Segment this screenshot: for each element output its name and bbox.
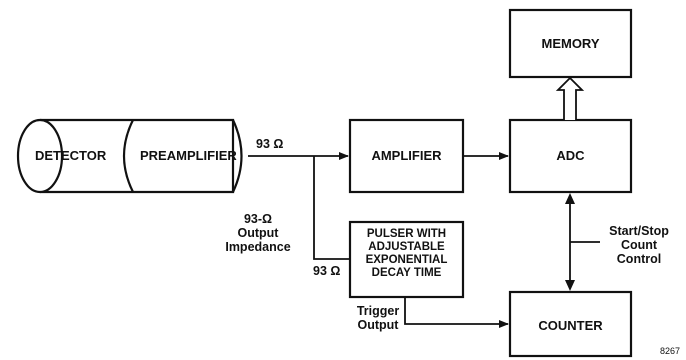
trigger-line2: Output bbox=[343, 318, 413, 332]
trigger-to-counter-arrow bbox=[405, 297, 508, 324]
adc-to-memory-bus-arrow bbox=[558, 78, 582, 120]
pulser-feed-line bbox=[314, 156, 350, 259]
pulser-label-line1: PULSER WITH bbox=[350, 228, 463, 241]
control-line2: Count bbox=[596, 238, 682, 252]
adc-up-arrowhead bbox=[565, 193, 575, 204]
impedance-top-label: 93 Ω bbox=[256, 137, 283, 151]
detector-preamp-divider bbox=[124, 120, 133, 192]
output-impedance-line2: Output bbox=[210, 226, 306, 240]
amplifier-label: AMPLIFIER bbox=[350, 148, 463, 163]
impedance-bottom-label: 93 Ω bbox=[313, 264, 340, 278]
pulser-label-line4: DECAY TIME bbox=[350, 267, 463, 280]
output-impedance-line1: 93-Ω bbox=[210, 212, 306, 226]
pulser-label: PULSER WITH ADJUSTABLE EXPONENTIAL DECAY… bbox=[350, 228, 463, 280]
output-impedance-label: 93-Ω Output Impedance bbox=[210, 212, 306, 254]
adc-label: ADC bbox=[510, 148, 631, 163]
trigger-line1: Trigger bbox=[343, 304, 413, 318]
control-line3: Control bbox=[596, 252, 682, 266]
pulser-label-line3: EXPONENTIAL bbox=[350, 254, 463, 267]
start-stop-count-control-label: Start/Stop Count Control bbox=[596, 224, 682, 266]
detector-label: DETECTOR bbox=[35, 148, 106, 163]
pulser-label-line2: ADJUSTABLE bbox=[350, 241, 463, 254]
figure-number: 8267 bbox=[660, 344, 680, 358]
counter-down-arrowhead bbox=[565, 280, 575, 291]
control-line1: Start/Stop bbox=[596, 224, 682, 238]
preamplifier-label: PREAMPLIFIER bbox=[140, 148, 237, 163]
output-impedance-line3: Impedance bbox=[210, 240, 306, 254]
counter-label: COUNTER bbox=[510, 318, 631, 333]
memory-label: MEMORY bbox=[510, 36, 631, 51]
trigger-output-label: Trigger Output bbox=[343, 304, 413, 332]
